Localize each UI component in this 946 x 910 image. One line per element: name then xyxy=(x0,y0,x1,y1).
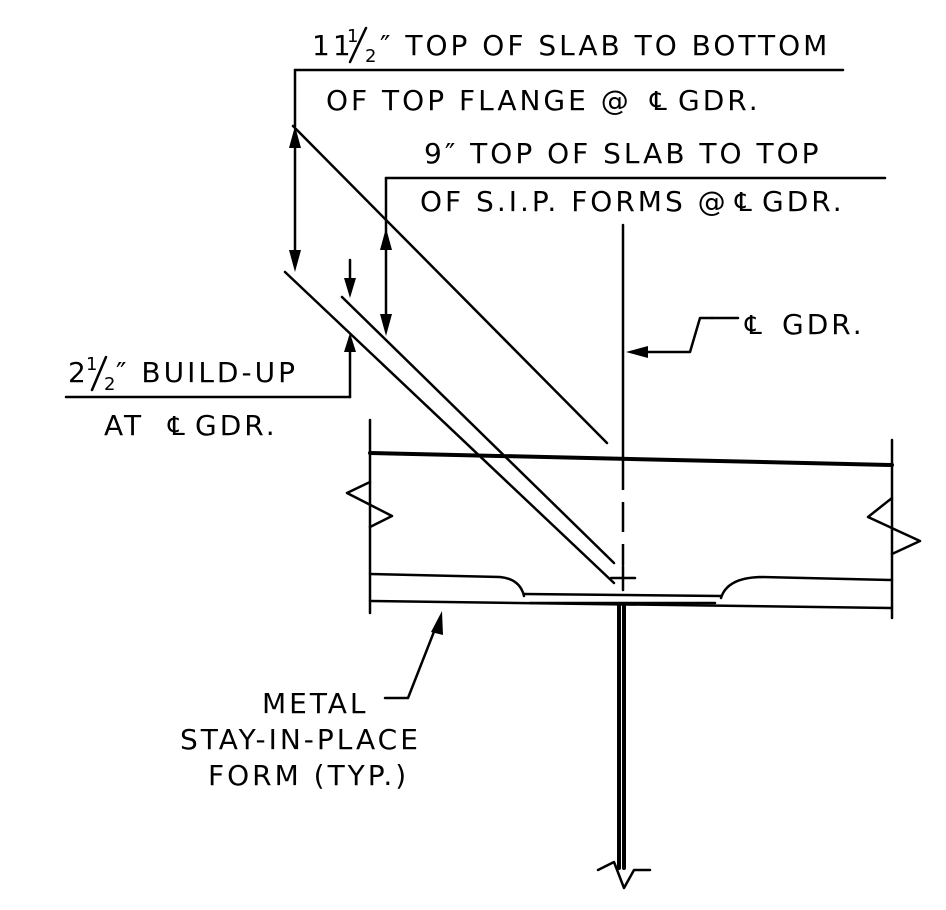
metal-form-leader xyxy=(383,622,439,700)
buildup-den: 2 xyxy=(104,374,115,395)
slab-left-break-mark xyxy=(345,480,394,529)
flange-top-plate xyxy=(522,592,723,598)
slab-top-surface xyxy=(368,451,894,467)
flange-top-line xyxy=(283,270,616,585)
buildup-dimension-arrow-up xyxy=(344,333,356,352)
top-flange-dim-whole: 11 xyxy=(312,29,354,62)
sip-dimension-arrow-down xyxy=(380,314,392,336)
metal-form-line3: FORM (TYP.) xyxy=(208,759,409,792)
buildup-gdr: GDR. xyxy=(195,409,278,442)
slab-right-break-mark xyxy=(866,496,922,556)
girder-web-break-mark xyxy=(596,860,652,890)
top-flange-dim-rest: ″ TOP OF SLAB TO BOTTOM xyxy=(380,29,830,62)
sip-dim-line2: OF S.I.P. FORMS @ xyxy=(420,185,729,218)
top-flange-dim-line2: OF TOP FLANGE @ xyxy=(326,84,632,117)
top-flange-dim-den: 2 xyxy=(365,46,376,67)
top-flange-dim-gdr: GDR. xyxy=(678,84,761,117)
buildup-num: 1 xyxy=(86,354,97,375)
top-flange-dim-centerline-symbol: ℄ xyxy=(649,87,667,117)
top-flange-dim-frac-slash xyxy=(348,26,368,64)
slab-top-line xyxy=(291,124,609,445)
buildup-dimension-arrow-down xyxy=(344,278,356,298)
cl-gdr-text: GDR. xyxy=(782,308,865,341)
metal-form-leader-arrow xyxy=(431,611,443,635)
haunch-right xyxy=(719,575,894,600)
cl-gdr-symbol: ℄ xyxy=(744,311,762,341)
sip-dimension-arrow-up xyxy=(380,228,392,250)
top-flange-dimension-arrow-down xyxy=(289,250,301,272)
buildup-frac-slash xyxy=(90,355,108,392)
buildup-whole: 2 xyxy=(68,356,89,389)
metal-form-line1: METAL xyxy=(262,687,369,720)
sip-dim-gdr: GDR. xyxy=(762,185,845,218)
top-flange-dimension-arrow-up xyxy=(289,126,301,148)
sip-form-line xyxy=(340,295,616,565)
cl-gdr-leader-arrow xyxy=(626,346,648,358)
haunch-left xyxy=(368,572,526,598)
slab-bottom-surface xyxy=(368,599,894,610)
sip-dim-centerline-symbol: ℄ xyxy=(734,188,752,218)
top-flange-dim-num: 1 xyxy=(347,26,358,47)
buildup-rest: ″ BUILD-UP xyxy=(116,356,298,389)
metal-form-line2: STAY-IN-PLACE xyxy=(180,723,421,756)
cl-gdr-leader xyxy=(638,316,714,354)
buildup-line2: AT xyxy=(104,409,144,442)
sip-dim-line1: 9″ TOP OF SLAB TO TOP xyxy=(424,137,822,170)
buildup-centerline-symbol: ℄ xyxy=(167,412,185,442)
